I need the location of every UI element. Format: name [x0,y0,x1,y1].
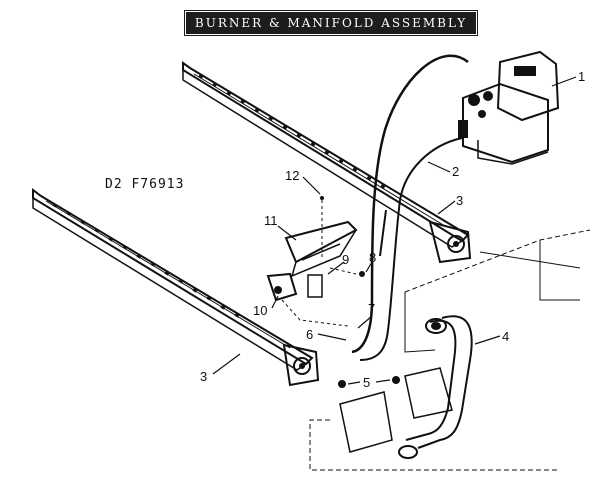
callout-7: 7 [368,301,375,316]
callout-8: 8 [369,250,376,265]
gas-valve [458,50,560,165]
lower-burner-tube [32,188,320,387]
model-code: D2 F76913 [105,177,185,192]
leader-lines [212,76,577,385]
callout-11: 11 [264,213,278,228]
callout-4: 4 [502,329,509,344]
pilot-tubing [351,54,469,361]
diagram-title-banner: BURNER & MANIFOLD ASSEMBLY [183,9,479,37]
pilot-assembly [266,196,365,327]
callout-10: 10 [253,303,267,318]
callout-6: 6 [306,327,313,342]
callout-3a: 3 [456,193,463,208]
callout-5: 5 [363,375,370,390]
callout-3b: 3 [200,369,207,384]
callout-1: 1 [578,69,585,84]
diagram-title: BURNER & MANIFOLD ASSEMBLY [194,16,468,30]
upper-burner-tube [182,61,472,264]
callout-2: 2 [452,164,459,179]
callout-9: 9 [342,252,349,267]
callout-12: 12 [285,168,299,183]
burner-support-bracket [309,229,591,471]
